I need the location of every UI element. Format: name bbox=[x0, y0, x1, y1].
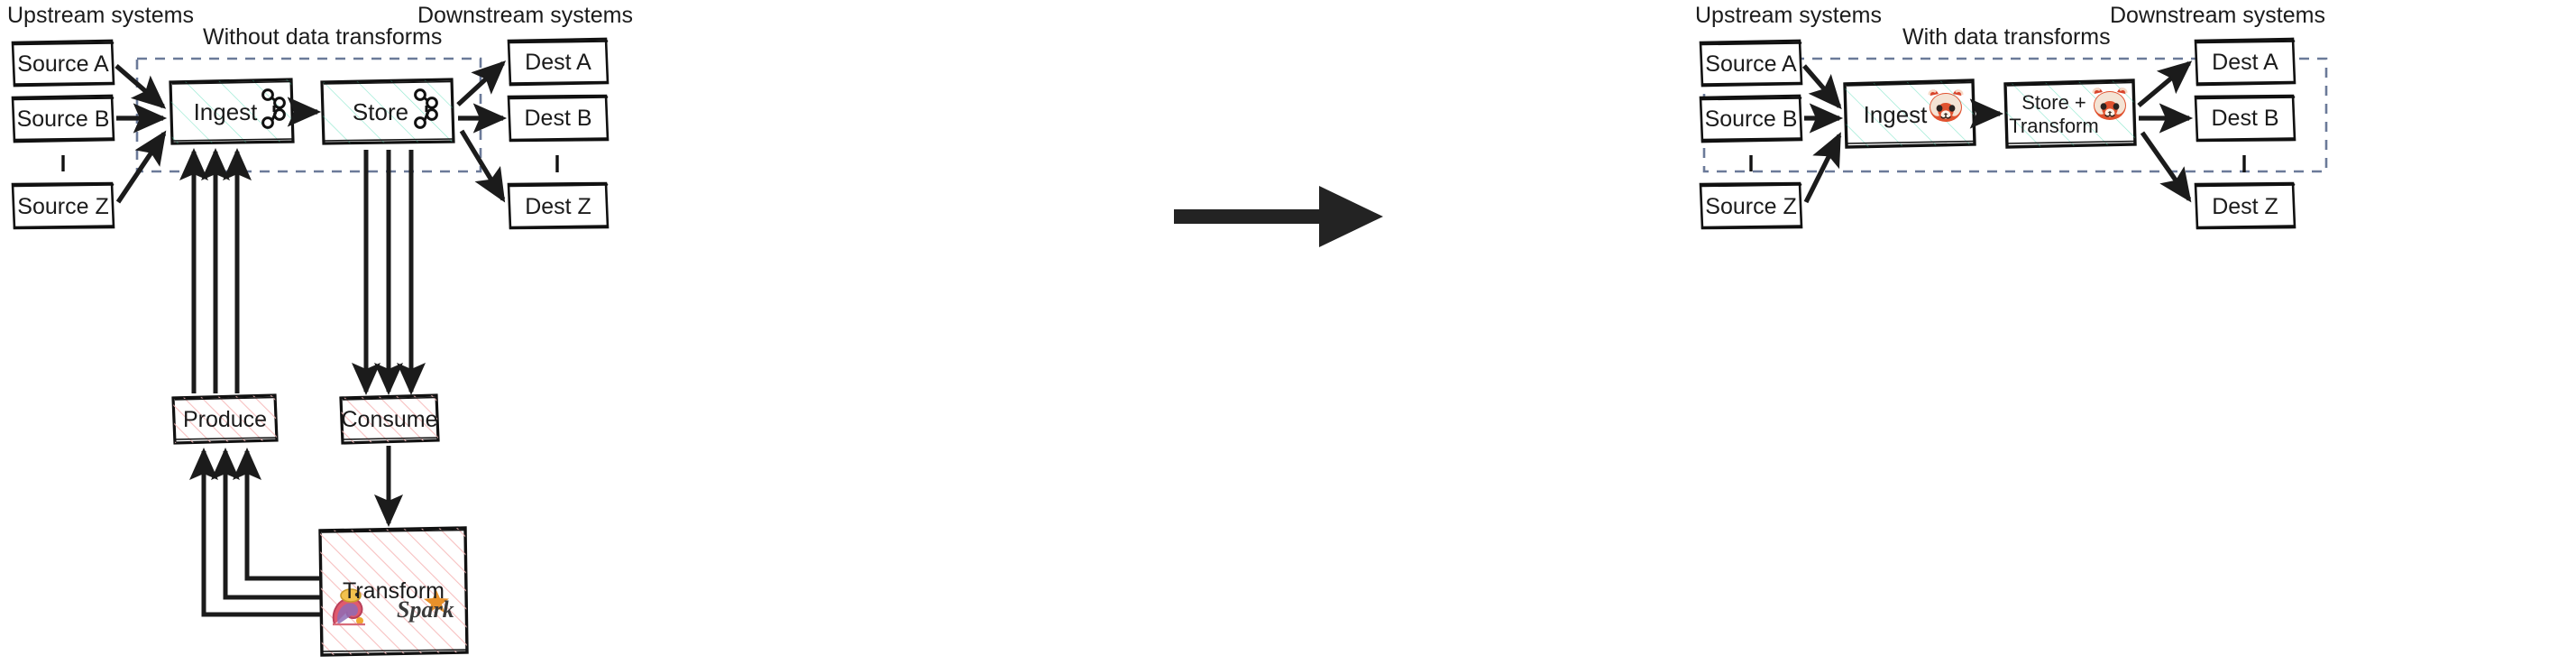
spark-icon: Spark bbox=[397, 590, 454, 623]
panel-title-with: With data transforms bbox=[1902, 24, 2111, 50]
downstream-systems-label-right: Downstream systems bbox=[2110, 3, 2325, 28]
store-box-left[interactable]: Store bbox=[352, 98, 409, 125]
upstream-systems-label-right: Upstream systems bbox=[1695, 3, 1882, 28]
ingest-box-right[interactable]: Ingest bbox=[1863, 100, 1928, 128]
dest-box-b-right[interactable]: Dest B bbox=[2211, 105, 2279, 131]
redpanda-icon-ingest bbox=[1928, 89, 1964, 122]
flink-icon bbox=[332, 588, 365, 626]
dest-box-z-left[interactable]: Dest Z bbox=[525, 193, 591, 219]
downstream-systems-label-left: Downstream systems bbox=[417, 3, 633, 28]
source-box-b-left[interactable]: Source B bbox=[16, 106, 110, 132]
redpanda-icon-store bbox=[2092, 88, 2128, 120]
dest-box-b-left[interactable]: Dest B bbox=[524, 105, 592, 131]
dest-box-a-left[interactable]: Dest A bbox=[525, 49, 591, 75]
kafka-icon-store bbox=[414, 88, 438, 129]
source-box-z-right[interactable]: Source Z bbox=[1705, 193, 1797, 219]
source-box-z-left[interactable]: Source Z bbox=[17, 193, 109, 219]
dest-box-z-right[interactable]: Dest Z bbox=[2212, 193, 2278, 219]
panel-title-without: Without data transforms bbox=[203, 24, 443, 50]
source-box-a-right[interactable]: Source A bbox=[1705, 51, 1797, 77]
source-box-a-left[interactable]: Source A bbox=[17, 51, 109, 77]
ingest-box-left[interactable]: Ingest bbox=[193, 98, 258, 125]
consume-box[interactable]: Consume bbox=[341, 406, 438, 432]
svg-text:Spark: Spark bbox=[397, 596, 454, 623]
transform-box[interactable]: Transform bbox=[343, 577, 445, 604]
dest-box-a-right[interactable]: Dest A bbox=[2212, 49, 2278, 75]
upstream-systems-label-left: Upstream systems bbox=[7, 3, 194, 28]
produce-box[interactable]: Produce bbox=[182, 406, 268, 432]
transition-arrow bbox=[1174, 186, 1383, 247]
store-transform-box-right[interactable]: Store + Transform bbox=[2009, 90, 2099, 137]
source-box-b-right[interactable]: Source B bbox=[1704, 106, 1798, 132]
kafka-icon-ingest bbox=[261, 88, 286, 129]
